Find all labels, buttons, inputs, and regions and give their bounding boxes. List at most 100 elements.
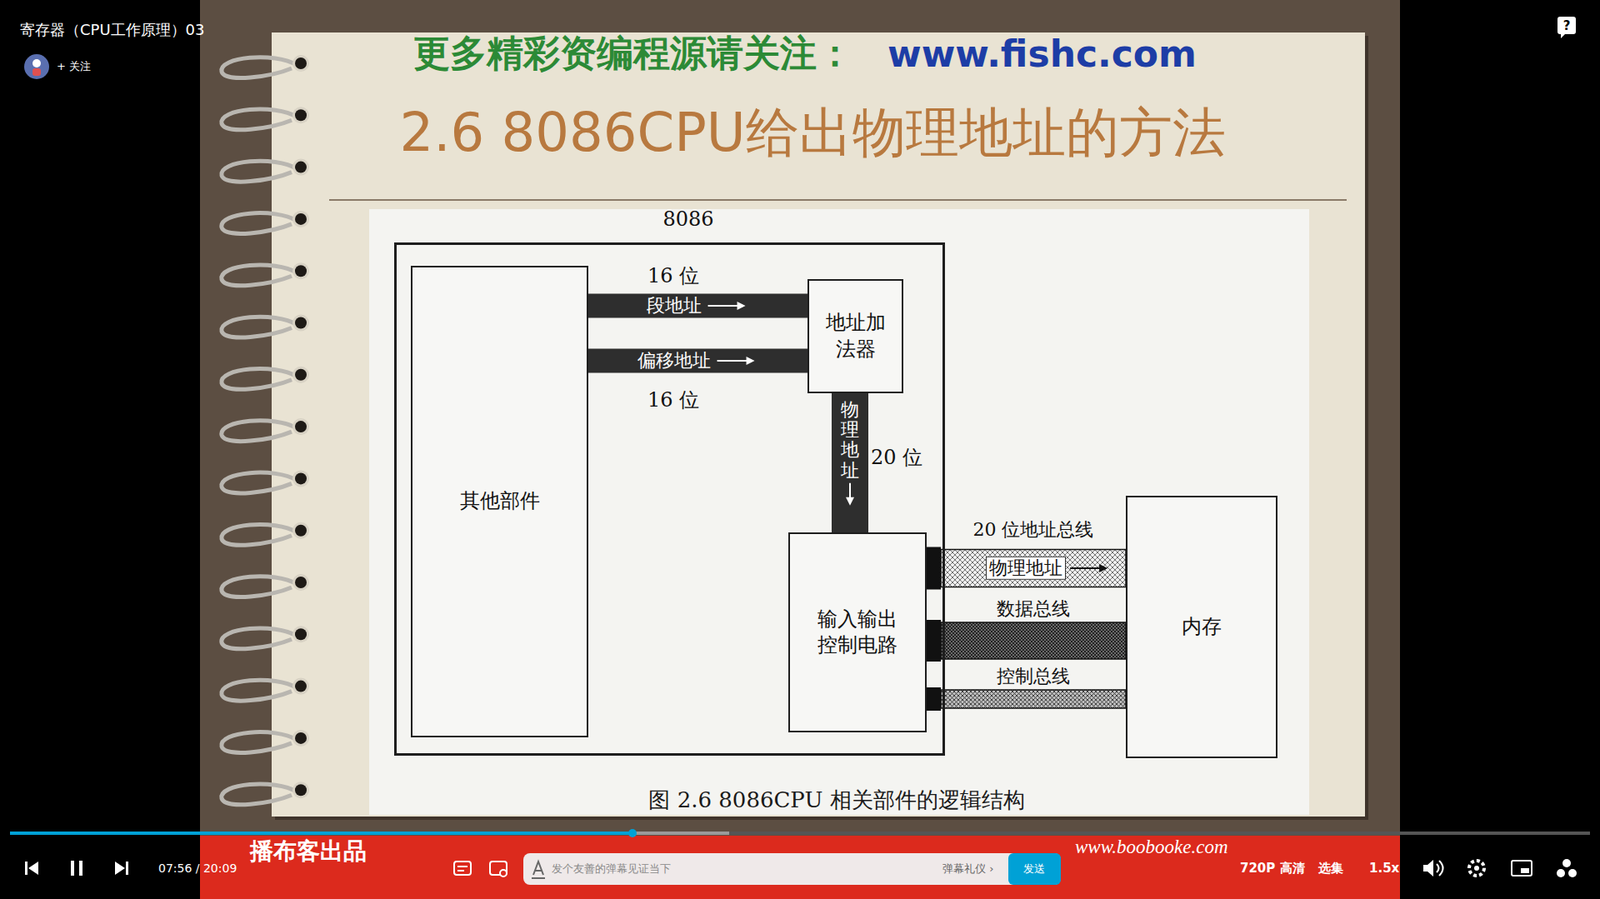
spiral-hole [292,730,310,747]
signal-label: 物理地址 [985,556,1066,580]
spiral-hole [295,265,307,277]
io-control-box: 输入输出控制电路 [788,532,927,733]
spiral-hole [292,106,310,124]
spiral-hole [292,418,310,435]
pip-icon [1511,860,1532,876]
spiral-ring [221,680,297,701]
spiral-hole [292,55,310,72]
spiral-ring [221,265,297,286]
danmaku-toggle-icon [454,861,471,875]
video-title: 寄存器（CPU工作原理）03 [20,20,205,40]
bus-connector [588,349,808,374]
spiral-hole [292,262,310,280]
box-text: 其他部件 [460,488,540,515]
volume-icon [1436,860,1444,876]
avatar [32,68,41,76]
bus-name: 20 位地址总线 [973,517,1095,543]
spiral-ring [221,109,297,130]
adder-box: 地址加法器 [807,279,904,394]
spiral-hole [292,678,310,695]
bus-connector [926,547,1126,590]
bus-band [940,690,1126,709]
video-frame [200,0,1400,836]
danmaku-input [523,853,1061,885]
box-text: 输入输出控制电路 [815,606,900,659]
spiral-hole [295,369,307,381]
volume-icon [1423,860,1434,877]
danmaku-toggle-icon [457,870,465,872]
spiral-ring [221,420,297,442]
arrow-head [1099,564,1108,573]
spiral-hole [292,574,310,591]
spiral-hole [295,576,307,589]
bus-connector-stub [926,547,941,590]
component-box: 其他部件 [410,265,589,738]
danmaku-rules-link: 弹幕礼仪 › [942,861,994,877]
avatar [32,59,41,68]
bus-name: 数据总线 [994,598,1073,620]
spiral-hole [295,525,307,537]
spiral-hole [295,317,307,330]
banner-url: www.boobooke.com [1075,836,1229,859]
episode-button: 选集 [1318,860,1344,877]
danmaku-setting-icon [500,870,507,877]
spiral-ring [221,213,297,235]
prev-icon [25,861,28,875]
spiral-ring [221,57,297,79]
quality-button: 720P 高清 [1240,860,1305,877]
progress-buffered [10,831,730,835]
spiral-ring [221,472,297,494]
spiral-ring [221,784,297,805]
slide-title: 2.6 8086CPU给出物理地址的方法 [399,96,1225,170]
signal-label: 偏移地址 [635,350,714,372]
fullscreen-icon [1562,859,1571,868]
arrow-head [737,301,746,310]
input-placeholder: 发个友善的弹幕见证当下 [551,861,671,877]
spiral-ring [221,732,297,754]
bus-band [940,622,1126,660]
chip-heading: 8086 [662,206,714,233]
watermark: 更多精彩资编程源请关注： [413,29,854,79]
danmaku-toggle-icon [457,865,468,868]
spiral-hole [295,784,307,796]
spiral-hole [292,315,310,332]
settings-icon [1474,865,1480,871]
signal-label: 物理地址 [840,400,860,481]
bus-band [588,349,808,374]
spiral-ring [221,524,297,545]
avatar [24,54,50,80]
bus-band [940,550,1126,588]
pause-icon [79,860,83,876]
spiral-hole [295,680,307,693]
spiral-hole [295,213,307,225]
send-button-text: 发送 [1023,861,1045,877]
watermark: www.fishc.com [887,32,1197,75]
pause-icon [70,860,75,876]
fullscreen-icon [1568,869,1577,878]
spiral-hole [292,781,310,799]
spiral-ring [221,316,297,338]
time-display: 07:56 / 20:09 [158,861,237,875]
progress-played [10,831,633,835]
spiral-hole [292,210,310,228]
spiral-hole [295,420,307,433]
memory-box: 内存 [1125,495,1278,759]
arrow-head [845,497,855,506]
spiral-hole [292,625,310,643]
next-icon [115,861,125,875]
spiral-hole [295,57,307,70]
font-style-icon [531,861,545,879]
fullscreen-icon [1556,869,1565,878]
bit-width: 16 位 [647,262,700,290]
follow-button: + 关注 [56,59,91,75]
cpu-enclosure: 8086其他部件地址加法器输入输出控制电路 [394,242,945,756]
bit-width: 16 位 [647,386,700,414]
spiral-ring [221,369,297,390]
spiral-hole [295,628,307,640]
spiral-binding [221,55,310,805]
spiral-hole [295,161,307,174]
bus-connector-stub [926,687,941,711]
help-bubble [1557,16,1576,35]
